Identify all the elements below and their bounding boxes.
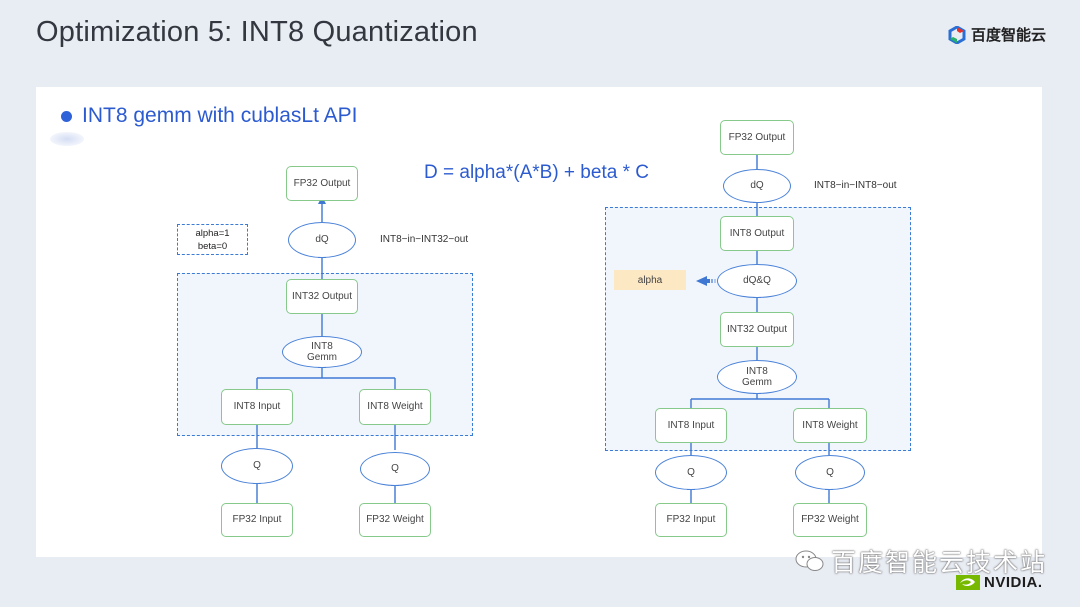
slide-title: Optimization 5: INT8 Quantization	[36, 16, 478, 48]
left-q-input-node: Q	[221, 448, 293, 484]
right-fp32-input-node: FP32 Input	[655, 503, 727, 537]
right-gemm-node: INT8 Gemm	[717, 360, 797, 394]
right-int8-weight-node: INT8 Weight	[793, 408, 867, 443]
watermark-text: 百度智能云技术站	[831, 549, 1048, 577]
bullet-dot	[61, 111, 72, 122]
nvidia-eye-icon	[956, 575, 980, 590]
right-gemm-line1: INT8	[746, 365, 768, 377]
right-int8-output-node: INT8 Output	[720, 216, 794, 251]
gemm-params-box: alpha=1 beta=0	[177, 224, 248, 255]
left-fp32-weight-node: FP32 Weight	[359, 503, 431, 537]
nvidia-text: NVIDIA.	[984, 574, 1043, 591]
bullet-glow	[50, 132, 84, 146]
nvidia-logo: NVIDIA.	[956, 574, 1043, 591]
left-gemm-node: INT8 Gemm	[282, 336, 362, 368]
wechat-icon	[795, 550, 824, 571]
right-dq-node: dQ	[723, 169, 791, 203]
brand-text: 百度智能云	[970, 27, 1046, 44]
section-heading: INT8 gemm with cublasLt API	[82, 104, 358, 127]
left-gemm-line1: INT8	[311, 340, 333, 352]
gemm-formula: D = alpha*(A*B) + beta * C	[424, 162, 649, 183]
param-alpha: alpha=1	[195, 228, 230, 239]
left-gemm-line2: Gemm	[307, 352, 337, 363]
alpha-scale-label: alpha	[614, 270, 686, 290]
left-int8-weight-node: INT8 Weight	[359, 389, 431, 425]
right-q-input-node: Q	[655, 455, 727, 490]
right-q-weight-node: Q	[795, 455, 865, 490]
wechat-watermark: 百度智能云技术站	[795, 543, 1047, 579]
right-gemm-line2: Gemm	[742, 377, 772, 388]
baidu-cloud-logo-icon	[948, 25, 966, 44]
param-beta: beta=0	[197, 241, 228, 252]
right-dqq-node: dQ&Q	[717, 264, 797, 298]
left-fp32-output-node: FP32 Output	[286, 166, 358, 201]
left-fp32-input-node: FP32 Input	[221, 503, 293, 537]
left-int8-input-node: INT8 Input	[221, 389, 293, 425]
right-int32-output-node: INT32 Output	[720, 312, 794, 347]
right-int8-input-node: INT8 Input	[655, 408, 727, 443]
left-q-weight-node: Q	[360, 452, 430, 486]
right-fp32-weight-node: FP32 Weight	[793, 503, 867, 537]
left-dq-node: dQ	[288, 222, 356, 258]
right-fp32-output-node: FP32 Output	[720, 120, 794, 155]
right-mode-label: INT8−in−INT8−out	[814, 180, 897, 191]
alpha-arrow-icon	[696, 276, 707, 286]
left-int32-output-node: INT32 Output	[286, 279, 358, 314]
brand-logo: 百度智能云	[948, 24, 1046, 45]
left-mode-label: INT8−in−INT32−out	[380, 234, 469, 245]
